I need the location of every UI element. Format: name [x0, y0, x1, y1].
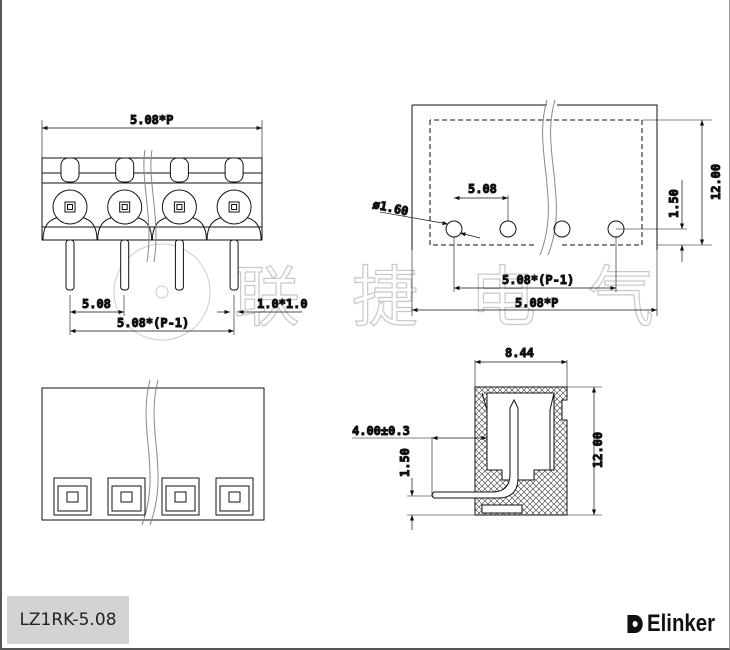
screw-circle — [107, 189, 143, 225]
dim-top-height: 12.00 — [709, 164, 723, 200]
dim-pin-section: 1.0*1.0 — [257, 297, 308, 311]
screw-circle — [161, 189, 197, 225]
contact-screw — [228, 491, 241, 503]
brand-name: Elinker — [646, 610, 715, 637]
watermark: 联捷电气 — [113, 243, 655, 341]
screw-square — [64, 201, 76, 213]
front-view — [41, 120, 302, 335]
top-view — [379, 99, 712, 316]
screw-square — [173, 201, 185, 213]
screw-square-inner — [176, 204, 183, 210]
screw-square-inner — [67, 204, 73, 210]
rear-view — [41, 379, 265, 526]
contact-opening — [107, 477, 146, 516]
terminal-bump — [115, 157, 135, 183]
dim-hole-offset: 1.50 — [667, 189, 681, 218]
brand-logo: Elinker — [626, 610, 715, 638]
terminal-bump — [224, 157, 244, 183]
screw-square-inner — [121, 204, 128, 210]
side-view — [352, 359, 602, 530]
contact-inner — [111, 485, 142, 512]
pin — [65, 239, 75, 291]
contact-screw — [120, 491, 133, 503]
screw-square — [119, 201, 131, 213]
screw-circle — [216, 189, 252, 225]
terminal-bump — [169, 157, 189, 183]
terminal-bump — [60, 157, 80, 183]
pin-hole — [499, 220, 517, 238]
dim-pin-offset: 1.50 — [398, 448, 412, 477]
dim-overall-width: 5.08*P — [130, 113, 173, 127]
pin — [120, 239, 130, 291]
contact-screw — [174, 491, 187, 503]
dim-pin-span: 5.08*(P-1) — [117, 316, 189, 330]
contact-opening — [161, 477, 200, 516]
pin — [229, 239, 239, 291]
dim-depth: 8.44 — [505, 346, 534, 360]
contact-opening — [53, 477, 92, 516]
pin — [174, 239, 184, 291]
screw-square — [228, 201, 240, 213]
dim-side-height: 12.00 — [591, 432, 605, 468]
contact-inner — [57, 485, 88, 512]
dim-pin-length: 4.00±0.3 — [352, 424, 410, 438]
screw-square-inner — [231, 204, 238, 210]
dim-hole-diameter: ø1.60 — [371, 197, 409, 218]
contact-inner — [165, 485, 196, 512]
dim-top-pitch: 5.08 — [468, 182, 497, 196]
screw-circle — [52, 189, 88, 225]
pin-hole — [445, 220, 463, 238]
contact-opening — [215, 477, 254, 516]
contact-screw — [66, 491, 79, 503]
dim-top-overall: 5.08*P — [515, 296, 558, 310]
contact-inner — [219, 485, 250, 512]
dim-hole-span: 5.08*(P-1) — [502, 273, 574, 287]
brand-mark-icon — [627, 615, 643, 633]
dim-pitch: 5.08 — [82, 297, 111, 311]
pin-hole — [553, 220, 571, 238]
model-number-label: LZ1RK-5.08 — [7, 596, 129, 644]
